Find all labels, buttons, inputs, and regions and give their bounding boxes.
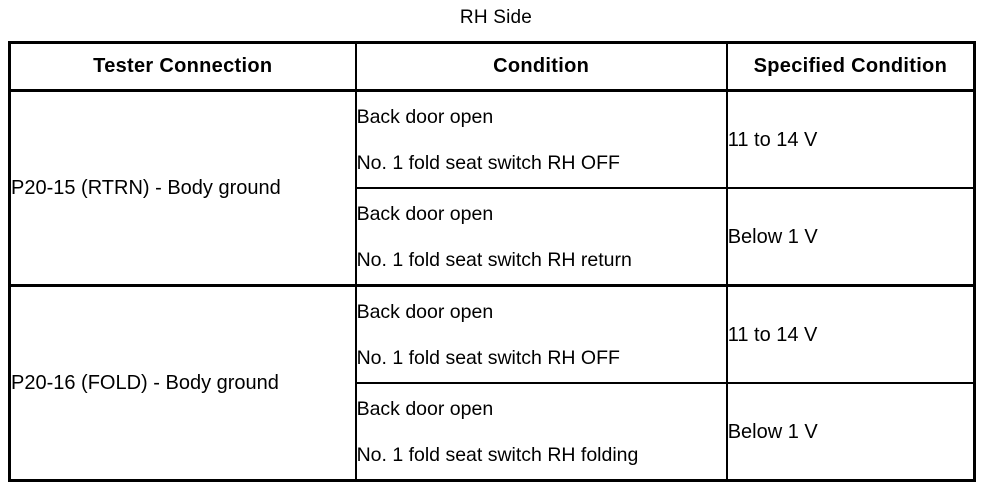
condition-line-2: No. 1 fold seat switch RH OFF [356, 346, 620, 369]
column-header-tester-connection: Tester Connection [8, 41, 357, 92]
condition-line-1: Back door open [356, 397, 494, 420]
condition-line-1: Back door open [356, 105, 494, 128]
specified-condition-cell: 11 to 14 V [725, 89, 976, 189]
page-title: RH Side [459, 7, 533, 28]
table-row: P20-16 (FOLD) - Body ground Back door op… [8, 284, 976, 482]
specification-table: Tester Connection Condition Specified Co… [8, 41, 976, 482]
condition-cell: Back door open No. 1 fold seat switch RH… [354, 89, 728, 189]
column-header-specified-condition: Specified Condition [725, 41, 976, 92]
condition-line-2: No. 1 fold seat switch RH folding [356, 443, 639, 466]
specified-condition-cell: Below 1 V [725, 382, 976, 482]
condition-line-1: Back door open [356, 202, 494, 225]
condition-line-2: No. 1 fold seat switch RH return [356, 248, 632, 271]
table-header-row: Tester Connection Condition Specified Co… [8, 41, 976, 92]
column-header-condition: Condition [354, 41, 728, 92]
tester-connection-cell: P20-16 (FOLD) - Body ground [8, 284, 357, 482]
table-row: Back door open No. 1 fold seat switch RH… [10, 382, 976, 482]
specified-condition-cell: 11 to 14 V [725, 284, 976, 384]
tester-connection-cell: P20-15 (RTRN) - Body ground [8, 89, 357, 287]
condition-line-2: No. 1 fold seat switch RH OFF [356, 151, 620, 174]
condition-cell: Back door open No. 1 fold seat switch RH… [354, 382, 728, 482]
spec-table-wrapper: Tester Connection Condition Specified Co… [8, 41, 976, 482]
specified-condition-cell: Below 1 V [725, 187, 976, 287]
table-row: Back door open No. 1 fold seat switch RH… [10, 187, 976, 287]
condition-line-1: Back door open [356, 300, 494, 323]
condition-cell: Back door open No. 1 fold seat switch RH… [354, 187, 728, 287]
condition-cell: Back door open No. 1 fold seat switch RH… [354, 284, 728, 384]
table-row: P20-15 (RTRN) - Body ground Back door op… [8, 89, 976, 287]
